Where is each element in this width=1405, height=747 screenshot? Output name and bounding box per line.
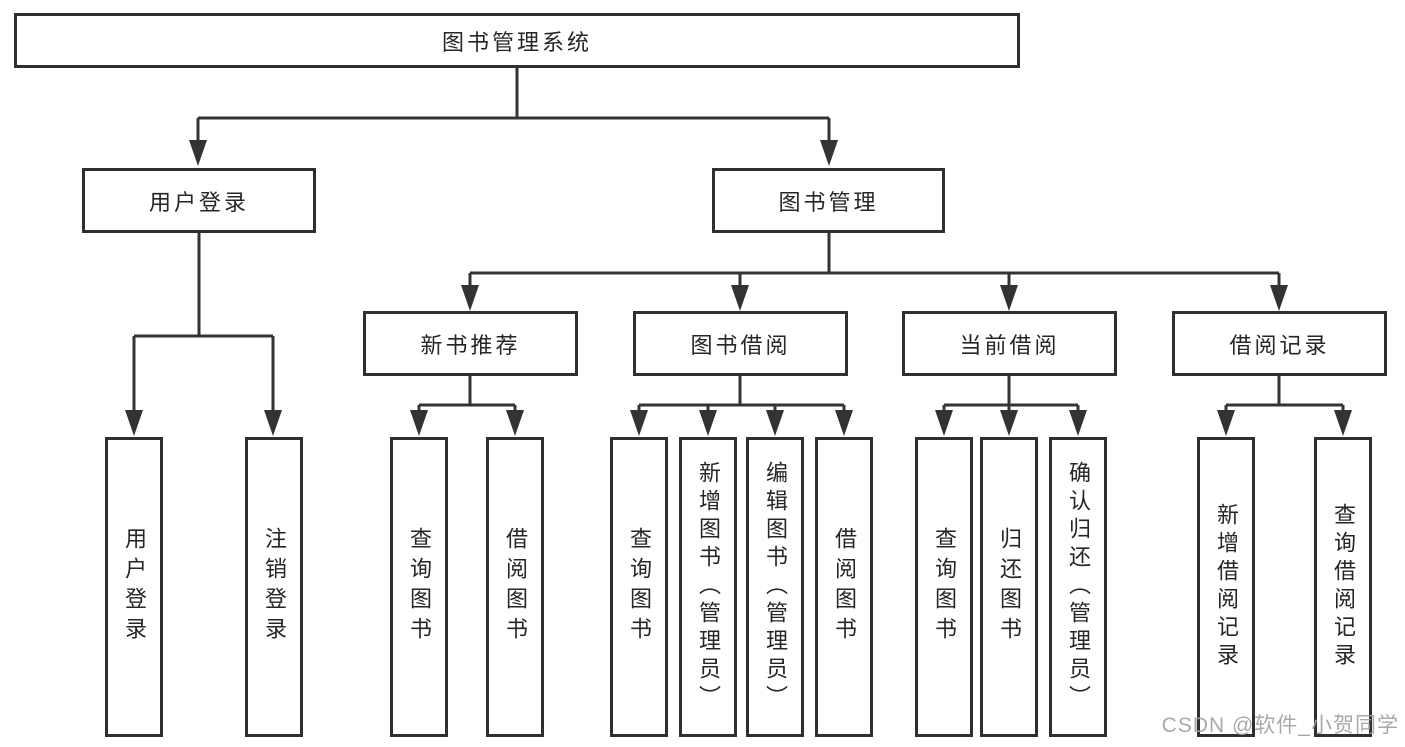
node-label: 当前借阅: [959, 332, 1060, 358]
leaf-current-query-books: 查询图书: [915, 437, 973, 737]
leaf-records-add-borrow-record: 新增借阅记录: [1197, 437, 1255, 737]
leaf-label: 查询图书: [932, 527, 957, 647]
leaf-label: 新增借阅记录: [1214, 503, 1239, 671]
node-label: 图书管理: [778, 189, 879, 215]
node-label: 图书管理系统: [441, 29, 592, 55]
leaf-user-login: 用户登录: [105, 437, 163, 737]
node-new-book-recommendation: 新书推荐: [363, 311, 578, 376]
leaf-label: 编辑图书（管理员）: [763, 461, 788, 713]
leaf-label: 新增图书（管理员）: [696, 461, 721, 713]
node-user-login: 用户登录: [82, 168, 316, 233]
leaf-recommend-query-books: 查询图书: [390, 437, 448, 737]
node-library-management-system: 图书管理系统: [14, 13, 1020, 68]
arrowheads: [125, 140, 1352, 436]
node-book-borrowing: 图书借阅: [633, 311, 848, 376]
leaf-records-query-borrow-record: 查询借阅记录: [1314, 437, 1372, 737]
leaf-current-confirm-return-admin: 确认归还（管理员）: [1049, 437, 1107, 737]
node-label: 新书推荐: [420, 332, 521, 358]
leaf-label: 借阅图书: [503, 527, 528, 647]
node-label: 用户登录: [148, 189, 249, 215]
leaf-borrowing-edit-books-admin: 编辑图书（管理员）: [746, 437, 804, 737]
leaf-label: 确认归还（管理员）: [1066, 461, 1091, 713]
node-book-management: 图书管理: [712, 168, 945, 233]
leaf-logout: 注销登录: [245, 437, 303, 737]
leaf-label: 注销登录: [262, 527, 287, 647]
leaf-borrowing-borrow-books: 借阅图书: [815, 437, 873, 737]
leaf-label: 查询图书: [627, 527, 652, 647]
node-label: 图书借阅: [690, 332, 791, 358]
leaf-label: 归还图书: [997, 527, 1022, 647]
leaf-current-return-books: 归还图书: [980, 437, 1038, 737]
leaf-label: 查询图书: [407, 527, 432, 647]
leaf-recommend-borrow-books: 借阅图书: [486, 437, 544, 737]
leaf-borrowing-add-books-admin: 新增图书（管理员）: [679, 437, 737, 737]
leaf-label: 借阅图书: [832, 527, 857, 647]
leaf-label: 用户登录: [122, 527, 147, 647]
node-current-borrowing: 当前借阅: [902, 311, 1117, 376]
node-label: 借阅记录: [1229, 332, 1330, 358]
leaf-label: 查询借阅记录: [1331, 503, 1356, 671]
node-borrowing-records: 借阅记录: [1172, 311, 1387, 376]
leaf-borrowing-query-books: 查询图书: [610, 437, 668, 737]
csdn-watermark: CSDN @软件_小贺同学: [1161, 714, 1399, 737]
